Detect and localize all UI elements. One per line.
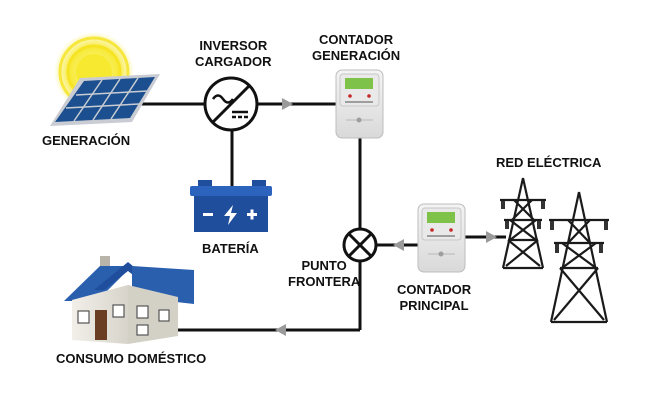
connection-lines — [130, 102, 506, 332]
solar-panel-icon — [50, 32, 160, 126]
arrow-to-junction — [393, 239, 404, 251]
label-bateria: BATERÍA — [202, 241, 259, 256]
inverter-icon — [203, 76, 259, 132]
electric-meter-icon — [335, 69, 384, 139]
arrow-to-meter — [282, 98, 293, 110]
label-contador-principal: CONTADOR PRINCIPAL — [397, 282, 472, 313]
label-consumo-domestico: CONSUMO DOMÉSTICO — [56, 351, 207, 366]
label-contador-generacion: CONTADOR GENERACIÓN — [312, 32, 401, 63]
junction-x-icon — [342, 227, 378, 263]
arrow-to-house — [275, 324, 286, 336]
power-tower-icon — [500, 177, 609, 324]
battery-icon — [190, 180, 272, 232]
house-icon — [64, 256, 194, 344]
label-red-electrica: RED ELÉCTRICA — [496, 155, 602, 170]
flow-arrows — [275, 98, 497, 336]
arrow-to-grid — [486, 231, 497, 243]
label-inversor-cargador: INVERSOR CARGADOR — [195, 38, 272, 69]
electric-meter-icon — [417, 203, 466, 273]
label-generacion: GENERACIÓN — [42, 133, 131, 148]
label-punto-frontera: PUNTO FRONTERA — [288, 258, 361, 289]
insulators — [501, 201, 608, 253]
